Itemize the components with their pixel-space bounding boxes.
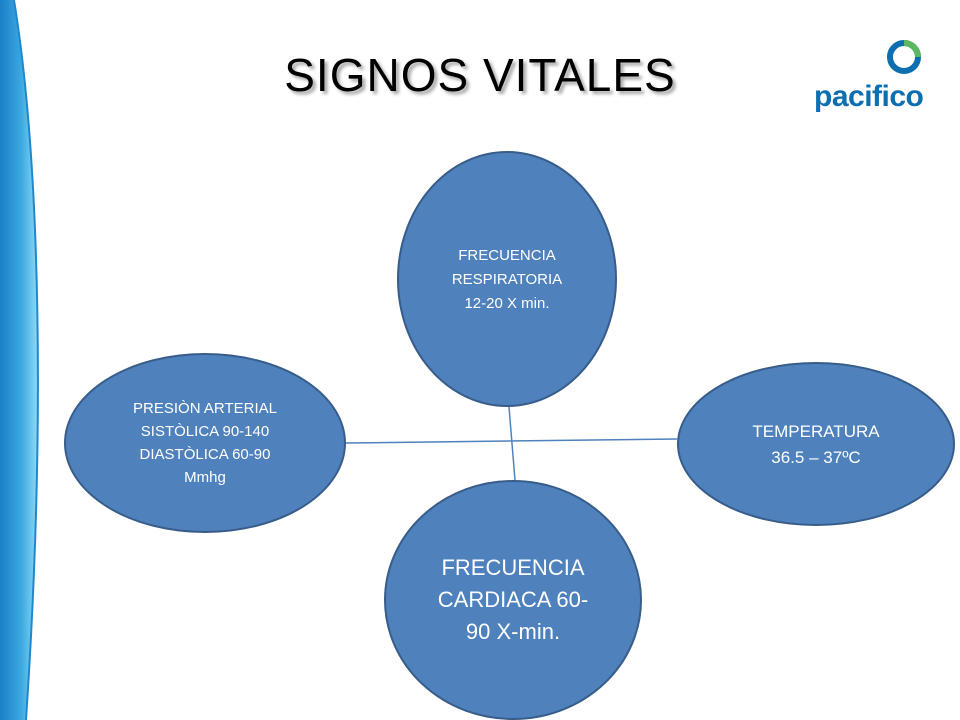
node-line: DIASTÒLICA 60-90 (139, 446, 271, 463)
ellipse-presion-arterial (64, 353, 346, 533)
ellipse-frecuencia-respiratoria (397, 151, 617, 407)
node-temperatura-text: TEMPERATURA 36.5 – 37ºC (752, 419, 879, 471)
node-frecuencia-cardiaca-text: FRECUENCIA CARDIACA 60- 90 X-min. (438, 552, 588, 648)
node-frecuencia-respiratoria-text: FRECUENCIA RESPIRATORIA 12-20 X min. (452, 244, 562, 316)
node-line: Mmhg (184, 469, 226, 486)
ellipse-temperatura (677, 362, 955, 526)
node-line: TEMPERATURA (752, 421, 880, 441)
logo-wordmark: pacifico (814, 80, 924, 113)
node-line: CARDIACA 60- (437, 587, 589, 612)
node-frecuencia-respiratoria: FRECUENCIA RESPIRATORIA 12-20 X min. (397, 152, 617, 407)
node-frecuencia-cardiaca: FRECUENCIA CARDIACA 60- 90 X-min. (384, 480, 642, 720)
left-swoosh-band (0, 0, 39, 720)
slide-title: SIGNOS VITALES (284, 49, 676, 101)
node-line: RESPIRATORIA (451, 270, 563, 288)
node-presion-arterial: PRESIÒN ARTERIAL SISTÒLICA 90-140 DIASTÒ… (64, 353, 346, 533)
pacifico-ring-logo-icon (887, 40, 921, 74)
node-line: PRESIÒN ARTERIAL (133, 400, 277, 417)
ellipse-frecuencia-cardiaca (384, 480, 642, 720)
node-line: FRECUENCIA (458, 246, 556, 264)
node-presion-arterial-text: PRESIÒN ARTERIAL SISTÒLICA 90-140 DIASTÒ… (133, 397, 277, 489)
node-temperatura: TEMPERATURA 36.5 – 37ºC (677, 362, 955, 527)
connector-vertical (508, 406, 516, 481)
node-line: 90 X-min. (465, 619, 561, 644)
node-line: 12-20 X min. (464, 294, 550, 312)
pacifico-logo: pacifico (812, 40, 932, 120)
node-line: SISTÒLICA 90-140 (140, 423, 270, 440)
node-line: 36.5 – 37ºC (771, 447, 861, 467)
node-line: FRECUENCIA (441, 555, 585, 580)
